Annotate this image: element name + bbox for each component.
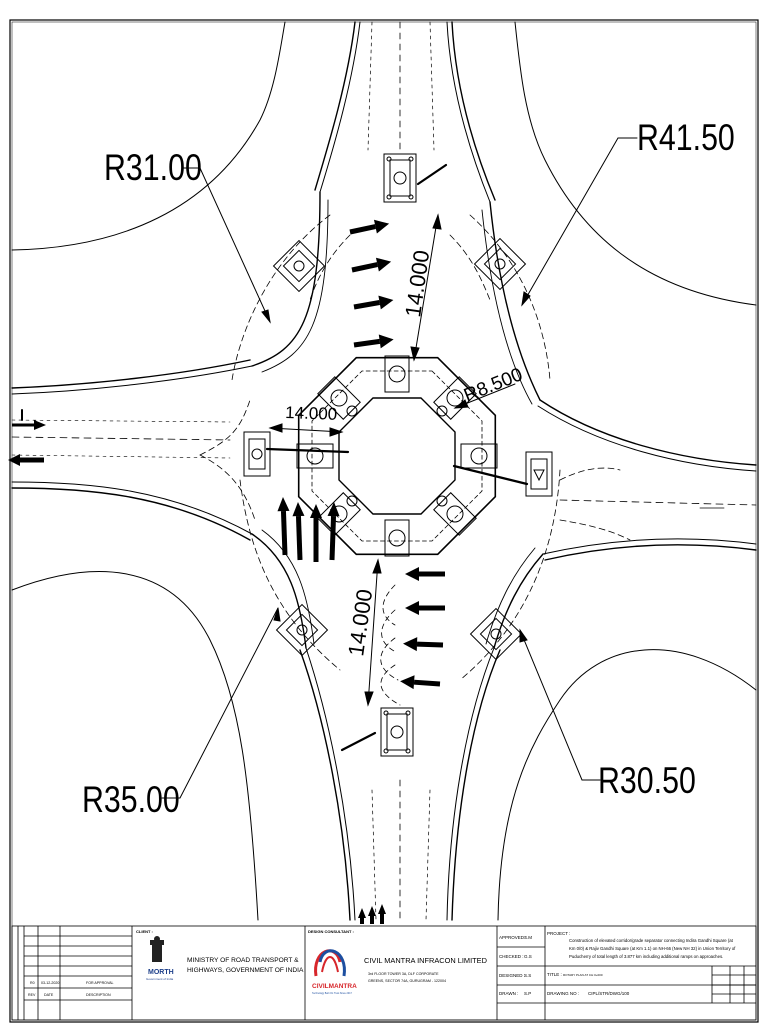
dimension-arrows xyxy=(268,213,516,707)
south-approach-road xyxy=(299,647,501,921)
consultant-logo-sub: Technology Built On Trust Since 2017 xyxy=(312,992,353,995)
revision-header-date: DATE xyxy=(44,993,54,997)
revision-header-description: DESCRIPTION xyxy=(86,993,111,997)
drawn-label: DRAWN : xyxy=(499,991,518,996)
traffic-arrows-west-approach xyxy=(8,409,46,466)
client-label: CLIENT : xyxy=(136,929,153,934)
revision-r0-rev: R0 xyxy=(30,981,35,985)
east-approach-road xyxy=(537,399,757,561)
client-name-line1: MINISTRY OF ROAD TRANSPORT & xyxy=(187,957,299,964)
radius-label-bottom-right: R30.50 xyxy=(598,760,696,802)
client-logo-text: MORTH xyxy=(148,969,174,976)
dimension-label-top: 14.000 xyxy=(400,249,434,319)
checked-label: CHECKED : xyxy=(499,954,524,959)
south-lane-guides xyxy=(380,584,401,706)
corner-kerb-curves xyxy=(251,191,544,649)
client-logo-sub: Government of India xyxy=(146,977,174,981)
traffic-arrows-north xyxy=(349,219,394,349)
pier-foundations xyxy=(243,153,553,757)
consultant-logo-text: CIVILMANTRA xyxy=(312,983,357,990)
dimension-lines xyxy=(265,163,529,752)
title-block: R0 03-12-2020 FOR APPROVAL REV DATE DESC… xyxy=(11,925,757,1021)
morth-emblem-icon xyxy=(150,936,164,962)
approved-label: APPROVED : xyxy=(499,935,527,940)
revision-header-rev: REV xyxy=(28,993,36,997)
radius-label-island: R8.500 xyxy=(461,364,526,406)
approved-value: S.M xyxy=(524,935,532,940)
designed-value: S.S xyxy=(524,973,531,978)
rotary-plan xyxy=(8,21,757,924)
client-name-line2: HIGHWAYS, GOVERNMENT OF INDIA xyxy=(187,967,304,974)
drawing-no-value: CIPL/STR/DWG/100 xyxy=(588,991,630,996)
traffic-arrows-south-approach xyxy=(358,904,386,924)
radius-label-bottom-left: R35.00 xyxy=(82,779,180,821)
drawn-value: S.P xyxy=(524,991,531,996)
radius-leaders xyxy=(161,137,638,799)
circulating-carriageway xyxy=(199,214,631,681)
project-description-line3: Puducherry of total length of 3.877 km i… xyxy=(569,954,723,959)
revision-r0-description: FOR APPROVAL xyxy=(86,981,114,985)
radius-label-top-left: R31.00 xyxy=(104,147,202,189)
central-island xyxy=(296,355,498,557)
project-description-line1: Construction of elevated corridor/grade … xyxy=(569,938,734,943)
terrain-lines xyxy=(11,21,757,921)
drawing-labels: R31.00 R41.50 R35.00 R30.50 R8.500 14.00… xyxy=(82,117,735,821)
radius-label-top-right: R41.50 xyxy=(637,117,735,159)
title-label: TITLE : xyxy=(547,972,562,977)
drawing-no-label: DRAWING NO : xyxy=(547,991,579,996)
traffic-arrows-west xyxy=(277,497,340,562)
title-value: ROTARY PLAN AT CH 0+000 xyxy=(563,973,603,977)
dimension-label-left: 14.000 xyxy=(285,403,338,424)
project-description-line2: Km 0/0) & Rajiv Gandhi Square (at Km 1.1… xyxy=(569,946,736,951)
west-approach-road xyxy=(11,359,253,541)
checked-value: G.S xyxy=(524,954,532,959)
north-approach-road xyxy=(314,21,496,203)
designed-label: DESIGNED : xyxy=(499,973,525,978)
civilmantra-logo-icon xyxy=(314,949,346,977)
consultant-label: DESIGN CONSULTANT : xyxy=(308,929,354,934)
traffic-arrows-south xyxy=(400,567,445,690)
revision-r0-date: 03-12-2020 xyxy=(41,981,59,985)
consultant-name: CIVIL MANTRA INFRACON LIMITED xyxy=(364,956,487,965)
project-label: PROJECT : xyxy=(547,931,570,936)
consultant-address-line2: GREENS, SECTOR 74A, GURUGRAM - 122004 xyxy=(368,979,446,983)
consultant-address-line1: 3rd FLOOR TOWER 3A, DLF CORPORATE xyxy=(368,972,439,976)
